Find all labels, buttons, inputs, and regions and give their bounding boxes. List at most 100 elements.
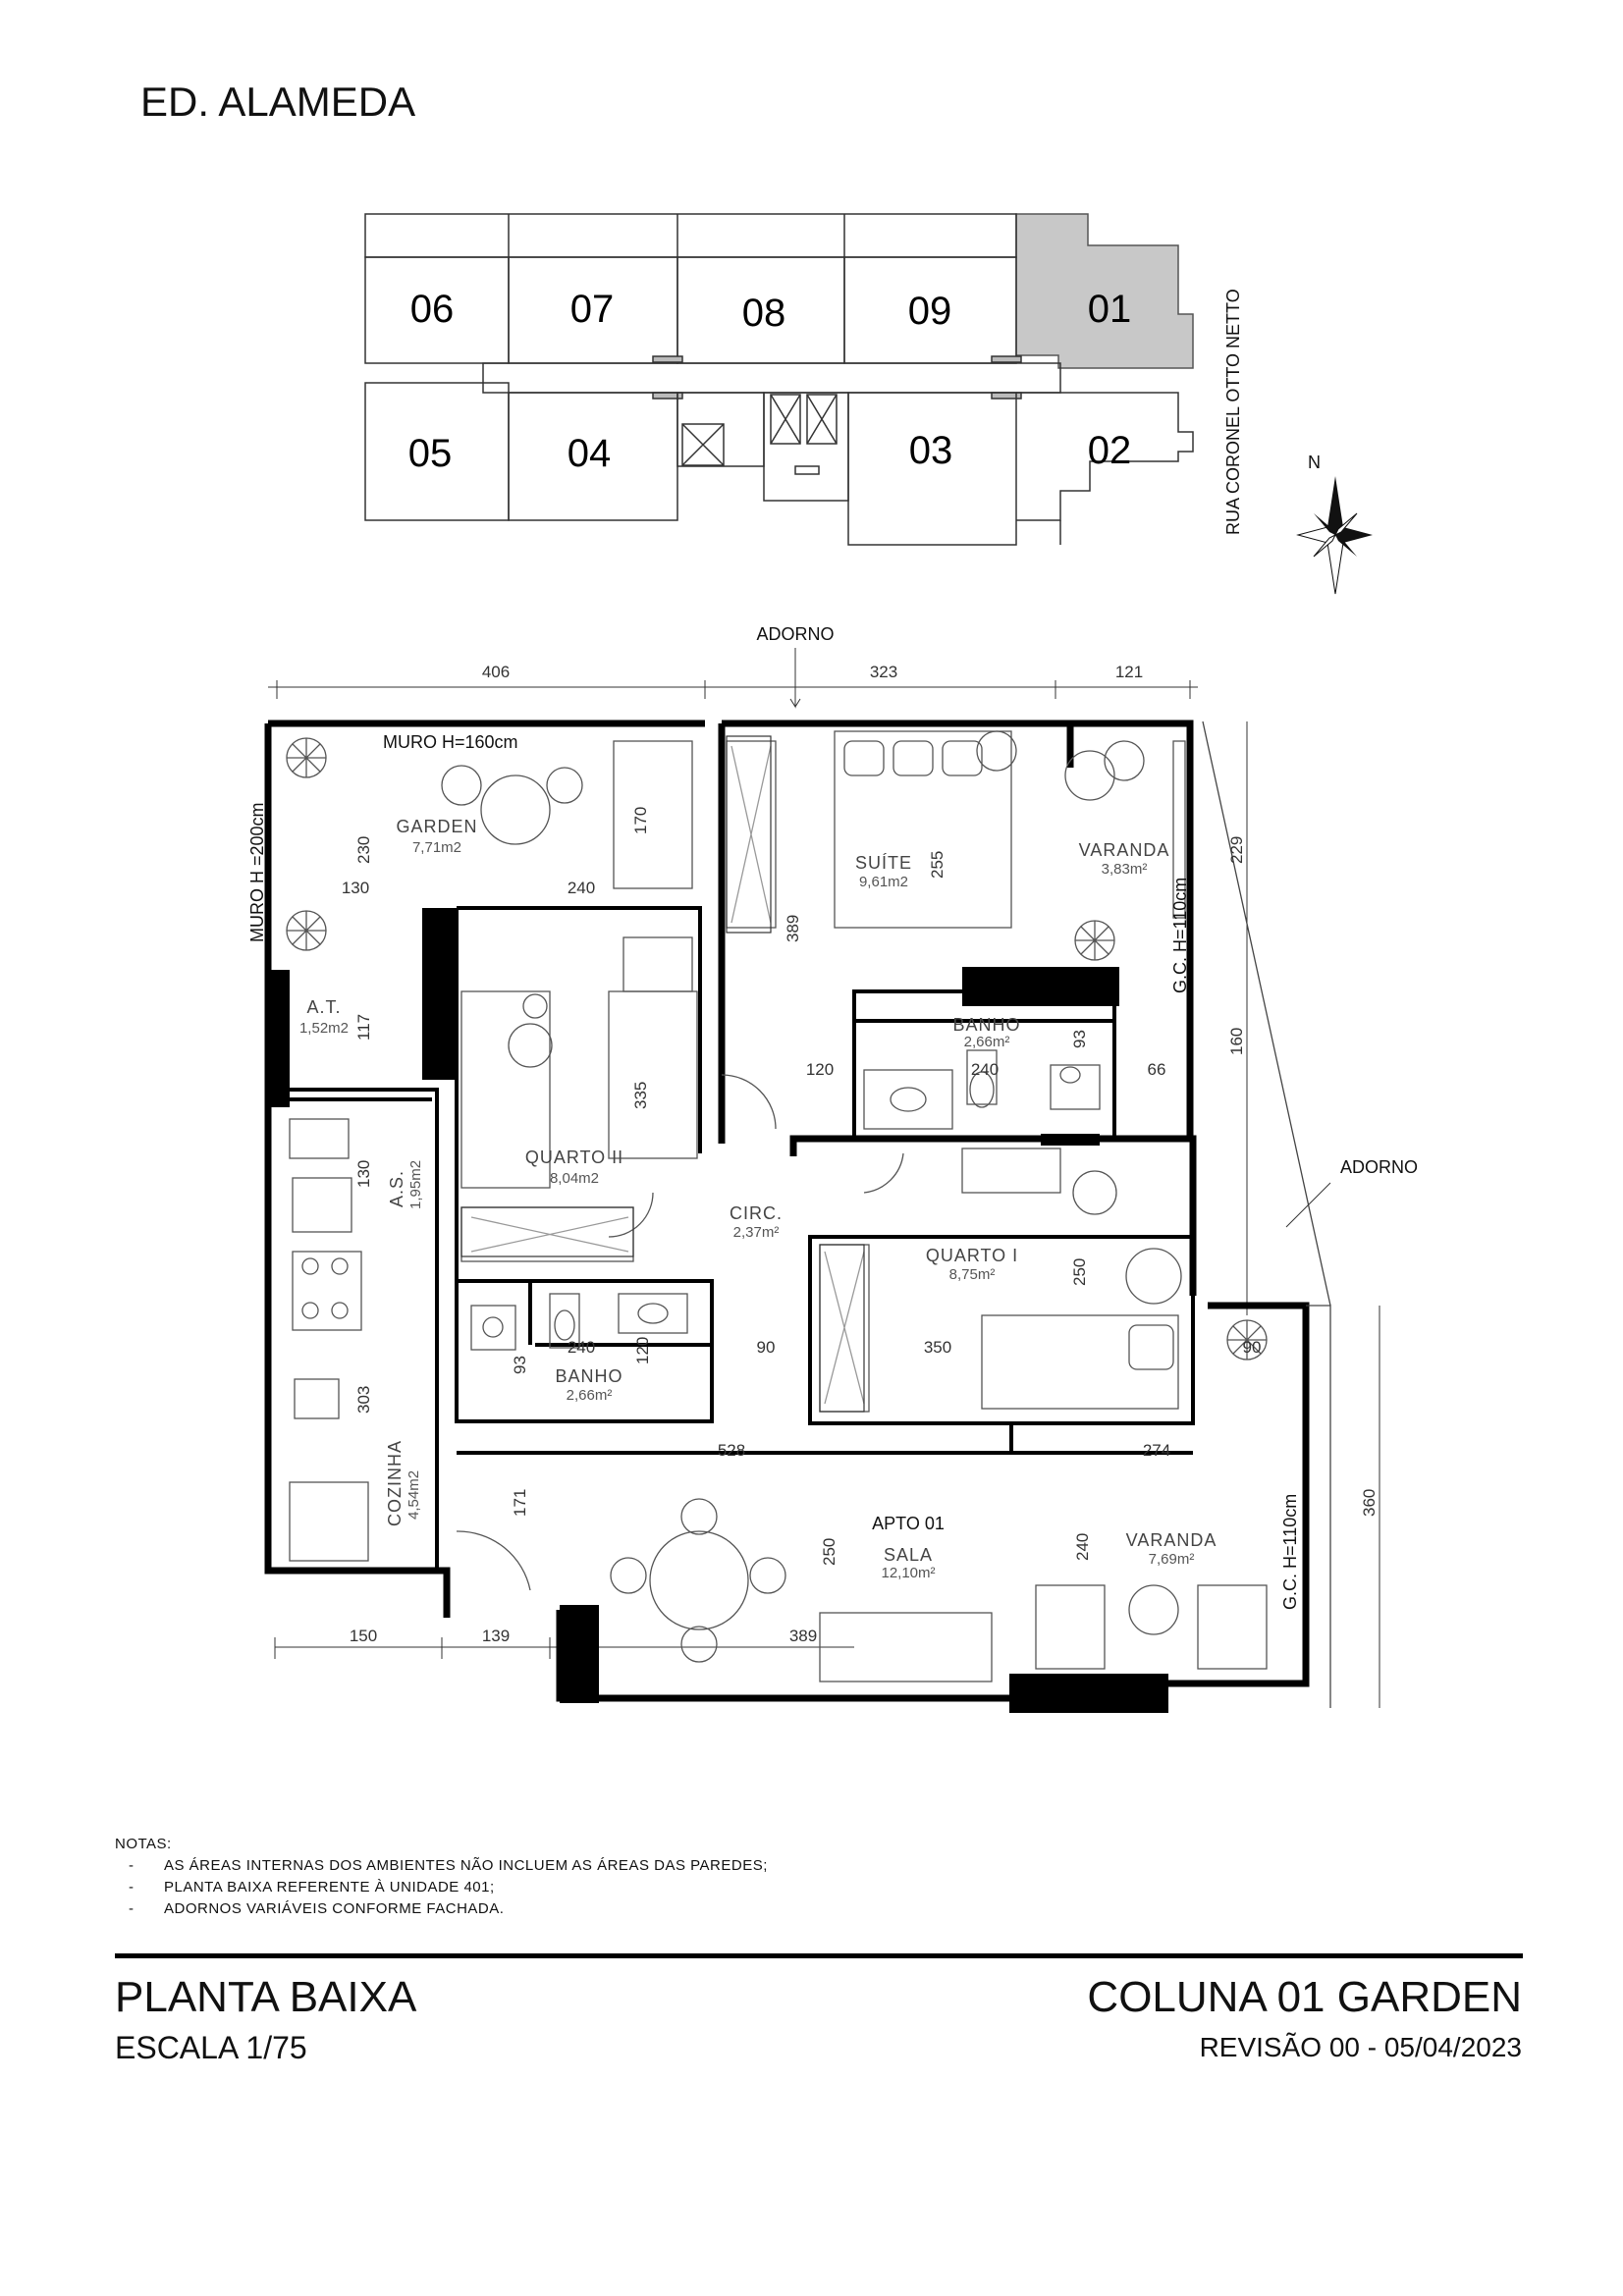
dimension-label: 350 (924, 1338, 951, 1357)
room-area-quarto-1: 8,75m² (949, 1266, 996, 1283)
dimension-label: 170 (631, 807, 650, 834)
column-title: COLUNA 01 GARDEN (1087, 1973, 1522, 2021)
dimension-label: 121 (1115, 663, 1143, 681)
room-name-as: A.S. (387, 1170, 406, 1207)
room-name-varanda-1: VARANDA (1079, 840, 1170, 860)
gc-upper-label: G.C. H=110cm (1170, 878, 1190, 993)
unit-label-06: 06 (410, 288, 455, 331)
dimension-label: 93 (511, 1356, 529, 1374)
dimension-label: 120 (633, 1337, 652, 1364)
gc-lower-label: G.C. H=110cm (1280, 1494, 1300, 1610)
room-name-sala: SALA (884, 1545, 933, 1565)
dimension-label: 160 (1227, 1028, 1246, 1055)
note-item: -AS ÁREAS INTERNAS DOS AMBIENTES NÃO INC… (129, 1857, 768, 1874)
room-area-circ: 2,37m² (733, 1224, 780, 1241)
room-area-banho-2: 2,66m² (964, 1034, 1010, 1050)
apartment-label: APTO 01 (872, 1514, 945, 1533)
room-name-quarto-1: QUARTO I (926, 1246, 1018, 1265)
plant-icon (1226, 1319, 1268, 1361)
dimension-label: 139 (482, 1627, 510, 1645)
plant-icon (1074, 920, 1115, 961)
dimension-label: 120 (806, 1060, 834, 1079)
unit-label-03: 03 (909, 429, 953, 472)
interior-walls (270, 906, 1195, 1573)
floor-plan-labels: ADORNO ADORNO MURO H=160cm MURO H =200cm… (247, 624, 1418, 1645)
room-area-cozinha: 4,54m2 (406, 1470, 422, 1520)
muro-left-label: MURO H =200cm (247, 802, 267, 942)
dimension-label: 240 (568, 879, 595, 897)
north-label: N (1308, 453, 1321, 472)
dimension-label: 66 (1148, 1060, 1166, 1079)
dimension-label: 303 (354, 1386, 373, 1414)
dimension-label: 130 (342, 879, 369, 897)
dimension-label: 130 (354, 1160, 373, 1188)
floor-plan (264, 680, 1380, 1713)
room-name-banho-2: BANHO (952, 1015, 1020, 1035)
note-item: -ADORNOS VARIÁVEIS CONFORME FACHADA. (129, 1900, 505, 1917)
note-item: -PLANTA BAIXA REFERENTE À UNIDADE 401; (129, 1879, 495, 1896)
notes-heading: NOTAS: (115, 1836, 172, 1852)
room-area-at: 1,52m2 (299, 1020, 349, 1037)
unit-label-01: 01 (1088, 288, 1132, 331)
room-name-suite: SUÍTE (855, 853, 912, 873)
dimension-label: 93 (1070, 1030, 1089, 1048)
dimension-label: 171 (511, 1489, 529, 1517)
dimension-label: 240 (1073, 1533, 1092, 1561)
adorno-right-label: ADORNO (1340, 1157, 1418, 1177)
dimension-label: 90 (757, 1338, 776, 1357)
dimension-label: 274 (1143, 1441, 1170, 1460)
dimension-label: 255 (928, 851, 947, 879)
room-area-suite: 9,61m2 (859, 874, 908, 890)
room-name-cozinha: COZINHA (385, 1440, 405, 1526)
dimension-label: 240 (568, 1338, 595, 1357)
unit-label-05: 05 (408, 432, 453, 475)
dimension-label: 335 (631, 1082, 650, 1109)
adorno-top-label: ADORNO (756, 624, 834, 644)
room-area-garden: 7,71m2 (412, 839, 461, 856)
dimension-label: 323 (870, 663, 897, 681)
key-plan-labels: 06 07 08 09 01 05 04 03 02 RUA CORONEL O… (408, 288, 1243, 535)
unit-label-02: 02 (1088, 429, 1132, 472)
dimension-label: 360 (1360, 1489, 1379, 1517)
dimension-label: 250 (1070, 1258, 1089, 1286)
unit-label-09: 09 (908, 290, 952, 333)
dimension-label: 230 (354, 836, 373, 864)
room-name-varanda-2: VARANDA (1126, 1530, 1217, 1550)
plant-icon (286, 910, 327, 951)
dimension-label: 389 (784, 915, 802, 942)
room-area-as: 1,95m2 (407, 1160, 424, 1209)
dimension-label: 229 (1227, 836, 1246, 864)
notes-block: NOTAS: -AS ÁREAS INTERNAS DOS AMBIENTES … (115, 1834, 768, 1920)
building-title: ED. ALAMEDA (140, 79, 416, 125)
room-area-varanda-2: 7,69m² (1149, 1551, 1195, 1568)
unit-label-08: 08 (742, 292, 786, 335)
dimension-label: 90 (1243, 1338, 1262, 1357)
dimension-label: 528 (718, 1441, 745, 1460)
key-plan (364, 213, 1194, 546)
north-arrow-icon: N (1296, 453, 1373, 595)
sheet-scale: ESCALA 1/75 (115, 2030, 307, 2065)
revision-label: REVISÃO 00 - 05/04/2023 (1199, 2032, 1522, 2062)
room-name-banho-1: BANHO (555, 1366, 622, 1386)
wardrobe-hatching (460, 735, 865, 1413)
dimension-label: 389 (789, 1627, 817, 1645)
unit-label-07: 07 (570, 288, 615, 331)
sheet-title: PLANTA BAIXA (115, 1973, 417, 2021)
dimension-label: 406 (482, 663, 510, 681)
unit-label-04: 04 (568, 432, 612, 475)
muro-top-label: MURO H=160cm (383, 732, 518, 752)
room-area-varanda-1: 3,83m² (1102, 861, 1148, 878)
plant-icon (286, 737, 327, 778)
room-area-banho-1: 2,66m² (567, 1387, 613, 1404)
footer-divider (115, 1953, 1523, 1958)
room-name-circ: CIRC. (730, 1203, 783, 1223)
room-name-garden: GARDEN (396, 817, 477, 836)
street-label: RUA CORONEL OTTO NETTO (1223, 289, 1243, 535)
dimension-label: 150 (350, 1627, 377, 1645)
furniture (286, 730, 1268, 1682)
dimension-label: 117 (354, 1014, 373, 1041)
solid-walls (265, 908, 1168, 1713)
room-area-sala: 12,10m² (881, 1565, 935, 1581)
room-name-at: A.T. (306, 997, 341, 1017)
